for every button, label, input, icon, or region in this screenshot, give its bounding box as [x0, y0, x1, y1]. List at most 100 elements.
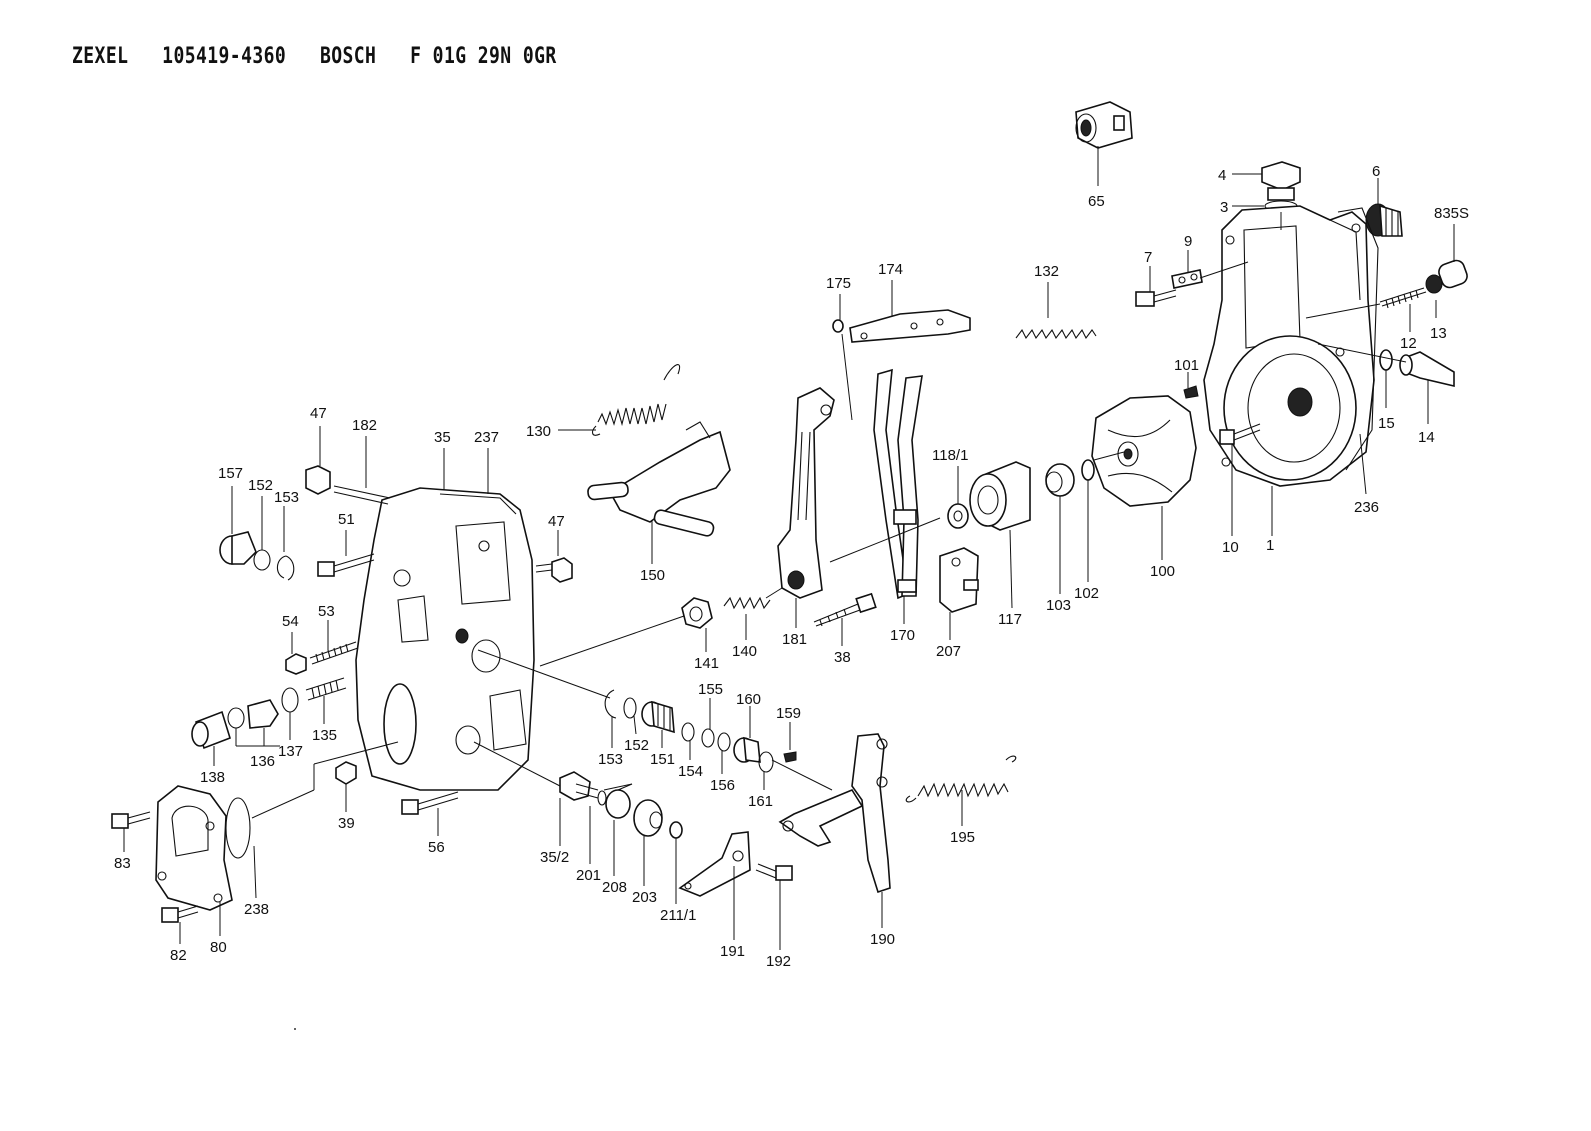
callout-238: 238 [244, 901, 269, 918]
part-182-pin [333, 485, 391, 505]
callout-12: 12 [1400, 335, 1417, 352]
part-138-cap [191, 710, 231, 750]
part-7-bolt [1135, 289, 1177, 307]
callout-157: 157 [218, 465, 243, 482]
callout-141: 141 [694, 655, 719, 672]
part-53-adjusting-screw [309, 641, 359, 665]
callout-labels: 65 4 3 6 835S 7 9 12 13 15 14 101 10 1 2… [114, 163, 1469, 970]
part-51-bolt [317, 553, 375, 577]
callout-6: 6 [1372, 163, 1380, 180]
callout-132: 132 [1034, 263, 1059, 280]
callout-117: 117 [998, 611, 1022, 628]
part-238-o-ring [225, 797, 251, 859]
part-35-governor-cover [355, 487, 535, 791]
part-159-key [783, 751, 797, 763]
part-140-spring [723, 596, 771, 610]
part-207-block [939, 547, 979, 613]
callout-3: 3 [1220, 199, 1228, 216]
callout-103: 103 [1046, 597, 1071, 614]
part-15-washer [1379, 349, 1393, 371]
callout-4: 4 [1218, 167, 1226, 184]
callout-9: 9 [1184, 233, 1192, 250]
part-82-bolt [161, 905, 199, 923]
callout-35: 35 [434, 429, 451, 446]
part-191-lever-plate [678, 831, 751, 897]
callout-190: 190 [870, 931, 895, 948]
callout-156: 156 [710, 777, 735, 794]
callout-835S: 835S [1434, 205, 1469, 222]
part-137-washer [281, 687, 299, 713]
part-130-spring [591, 364, 681, 436]
callout-54: 54 [282, 613, 299, 630]
part-47-bolt-top [305, 465, 331, 495]
callout-152-b: 152 [624, 737, 649, 754]
leader-lines [123, 146, 1455, 950]
part-201-o-ring [597, 790, 607, 806]
part-835S-cap [1425, 259, 1468, 294]
callout-14: 14 [1418, 429, 1435, 446]
part-154-washer [681, 722, 695, 742]
part-174-lever [849, 309, 971, 343]
callout-118-1: 118/1 [932, 447, 968, 464]
part-195-spring [905, 755, 1017, 803]
part-80-cover-plate [155, 785, 233, 911]
part-118-1-washer [947, 503, 969, 529]
part-132-spring [1015, 328, 1097, 340]
callout-53: 53 [318, 603, 335, 620]
callout-236: 236 [1354, 499, 1379, 516]
part-38-bolt [813, 592, 877, 627]
part-181-control-lever [777, 387, 835, 599]
callout-35-2: 35/2 [540, 849, 569, 866]
part-161-washer [758, 751, 774, 773]
diagram-title: ZEXEL 105419-4360 BOSCH F 01G 29N 0GR [72, 44, 557, 69]
callout-181: 181 [782, 631, 807, 648]
callout-191: 191 [720, 943, 745, 960]
callout-159: 159 [776, 705, 801, 722]
callout-174: 174 [878, 261, 903, 278]
part-155-washer [701, 728, 715, 748]
part-102-washer [1081, 459, 1095, 481]
part-135-screw [305, 677, 347, 701]
part-1-governor-housing [1203, 205, 1375, 487]
callout-39: 39 [338, 815, 355, 832]
callout-10: 10 [1222, 539, 1239, 556]
callout-151: 151 [650, 751, 675, 768]
callout-152: 152 [248, 477, 273, 494]
callout-153: 153 [274, 489, 299, 506]
callout-203: 203 [632, 889, 657, 906]
callout-83: 83 [114, 855, 131, 872]
callout-82: 82 [170, 947, 187, 964]
callout-136: 136 [250, 753, 275, 770]
callout-175: 175 [826, 275, 851, 292]
part-157-plug [219, 531, 257, 565]
callout-47-top: 47 [310, 405, 327, 422]
callout-195: 195 [950, 829, 975, 846]
part-136-nut [227, 699, 279, 729]
callout-170: 170 [890, 627, 915, 644]
part-10-bolt [1219, 423, 1261, 445]
callout-47-side: 47 [548, 513, 565, 530]
callout-208: 208 [602, 879, 627, 896]
part-153-circlip-b [604, 689, 617, 719]
callout-56: 56 [428, 839, 445, 856]
part-65-sleeve [1075, 101, 1133, 149]
callout-150: 150 [640, 567, 665, 584]
callout-207: 207 [936, 643, 961, 660]
part-152-o-ring [253, 549, 271, 571]
callout-153-b: 153 [598, 751, 623, 768]
callout-160: 160 [736, 691, 761, 708]
callout-1: 1 [1266, 537, 1274, 554]
stray-dot [294, 1028, 296, 1030]
part-170-link-plate [873, 368, 923, 600]
part-100-flyweight-assembly [1091, 395, 1197, 507]
part-14-bolt [1399, 351, 1455, 388]
callout-51: 51 [338, 511, 355, 528]
callout-100: 100 [1150, 563, 1175, 580]
callout-15: 15 [1378, 415, 1395, 432]
part-35-2-fitting [559, 771, 599, 801]
callout-192: 192 [766, 953, 791, 970]
callout-38: 38 [834, 649, 851, 666]
part-4-plug-bolt [1261, 161, 1301, 201]
part-150-lever-shaft [587, 421, 731, 537]
part-9-plate [1171, 269, 1203, 289]
